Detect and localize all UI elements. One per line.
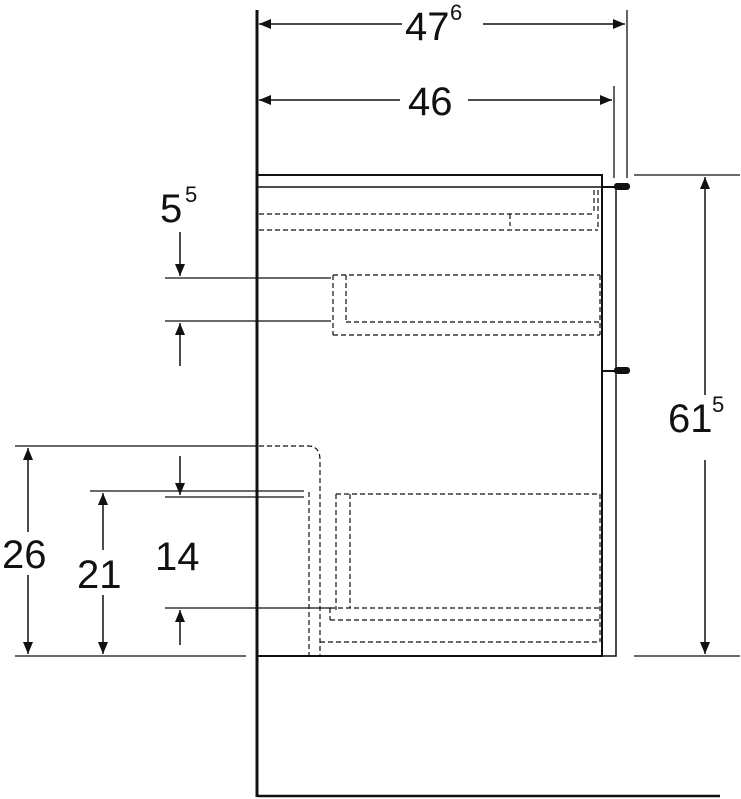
dim-inner-width-value: 46: [408, 80, 453, 124]
dim-top-offset-sup: 5: [185, 182, 197, 207]
dim-top-offset: 5 5: [160, 182, 197, 366]
dim-overall-width: 47 6: [259, 0, 625, 49]
dim-height-value: 61: [668, 397, 713, 441]
handle-middle: [602, 367, 630, 374]
dim-overall-width-sup: 6: [450, 0, 462, 25]
extension-lines: [15, 10, 740, 657]
dim-top-offset-value: 5: [160, 187, 182, 231]
dim-inner-width: 46: [259, 80, 612, 124]
hidden-lines: [259, 190, 601, 656]
dim-left-inner: 14: [155, 456, 200, 645]
dim-overall-width-value: 47: [405, 5, 450, 49]
dim-height: 61 5: [668, 177, 724, 654]
dim-left-mid-value: 21: [77, 553, 122, 597]
dim-left-mid: 21: [77, 493, 122, 654]
dim-left-inner-value: 14: [155, 535, 200, 579]
dim-left-outer: 26: [2, 448, 47, 654]
dim-height-sup: 5: [712, 392, 724, 417]
handle-top: [602, 183, 630, 190]
wall: [255, 10, 720, 798]
cabinet-body: [256, 174, 617, 657]
dim-left-outer-value: 26: [2, 533, 47, 577]
